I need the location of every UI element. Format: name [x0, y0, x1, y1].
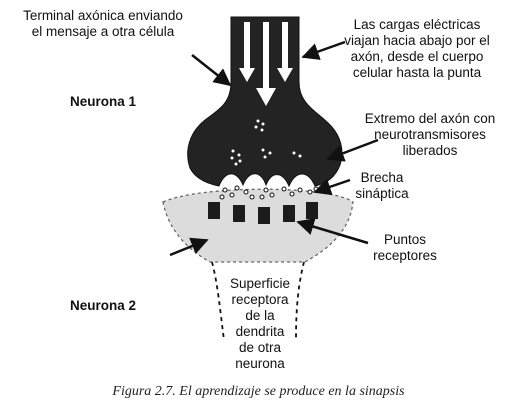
- label-neurona-1: Neurona 1: [69, 94, 137, 109]
- dendrite-neuron-2: [162, 188, 354, 263]
- label-cargas: Las cargas eléctricas viajan hacia abajo…: [322, 17, 512, 81]
- figure-caption: Figura 2.7. El aprendizaje se produce en…: [112, 384, 405, 399]
- label-superficie-line: receptora: [231, 292, 289, 307]
- cargas-pointer: [301, 40, 346, 60]
- puntos-pointer: [296, 218, 369, 245]
- label-superficie-line: Superficie: [229, 276, 291, 291]
- label-extremo-line: liberados: [402, 143, 458, 158]
- label-puntos-line: Puntos: [383, 232, 427, 247]
- pointer-arrows: [169, 40, 379, 257]
- label-neurona-2: Neurona 2: [69, 298, 137, 313]
- label-superficie-line: de la: [245, 308, 275, 323]
- receptor-point: [306, 202, 318, 219]
- label-superficie-line: neurona: [235, 356, 285, 371]
- terminal-pointer: [191, 54, 232, 87]
- label-cargas-line: axón, desde el cuerpo: [350, 49, 484, 64]
- label-cargas-line: Las cargas eléctricas: [353, 17, 481, 32]
- superficie-pointer: [169, 237, 209, 257]
- label-superficie-line: de otra: [238, 340, 282, 355]
- label-puntos: Puntos receptores: [355, 232, 455, 264]
- label-superficie: Superficie receptora de la dendrita de o…: [215, 276, 305, 372]
- label-brecha-line: Brecha: [360, 170, 404, 185]
- label-extremo: Extremo del axón con neurotransmisores l…: [345, 111, 515, 159]
- receptor-point: [233, 205, 245, 222]
- neurotransmitters: [219, 185, 319, 200]
- brecha-pointer: [313, 178, 351, 196]
- receptor-point: [283, 205, 295, 222]
- label-extremo-line: Extremo del axón con: [364, 111, 496, 126]
- receptor-point: [258, 207, 270, 224]
- label-brecha: Brecha sináptica: [342, 170, 422, 202]
- label-puntos-line: receptores: [373, 248, 437, 263]
- down-arrow-icon: [277, 22, 293, 82]
- label-terminal-line: el mensaje a otra célula: [31, 24, 175, 39]
- vesicles: [230, 119, 302, 166]
- label-terminal: Terminal axónica enviando el mensaje a o…: [8, 8, 198, 40]
- label-cargas-line: celular hasta la punta: [352, 65, 482, 80]
- label-extremo-line: neurotransmisores: [374, 127, 486, 142]
- charge-arrows: [239, 22, 293, 106]
- down-arrow-icon: [256, 22, 276, 106]
- label-brecha-line: sináptica: [355, 186, 409, 201]
- receptor-point: [208, 202, 220, 219]
- receptor-points: [208, 202, 318, 224]
- down-arrow-icon: [239, 22, 255, 82]
- extremo-pointer: [326, 138, 379, 162]
- label-cargas-line: viajan hacia abajo por el: [344, 33, 490, 48]
- label-superficie-line: dendrita: [235, 324, 285, 339]
- label-terminal-line: Terminal axónica enviando: [23, 8, 183, 23]
